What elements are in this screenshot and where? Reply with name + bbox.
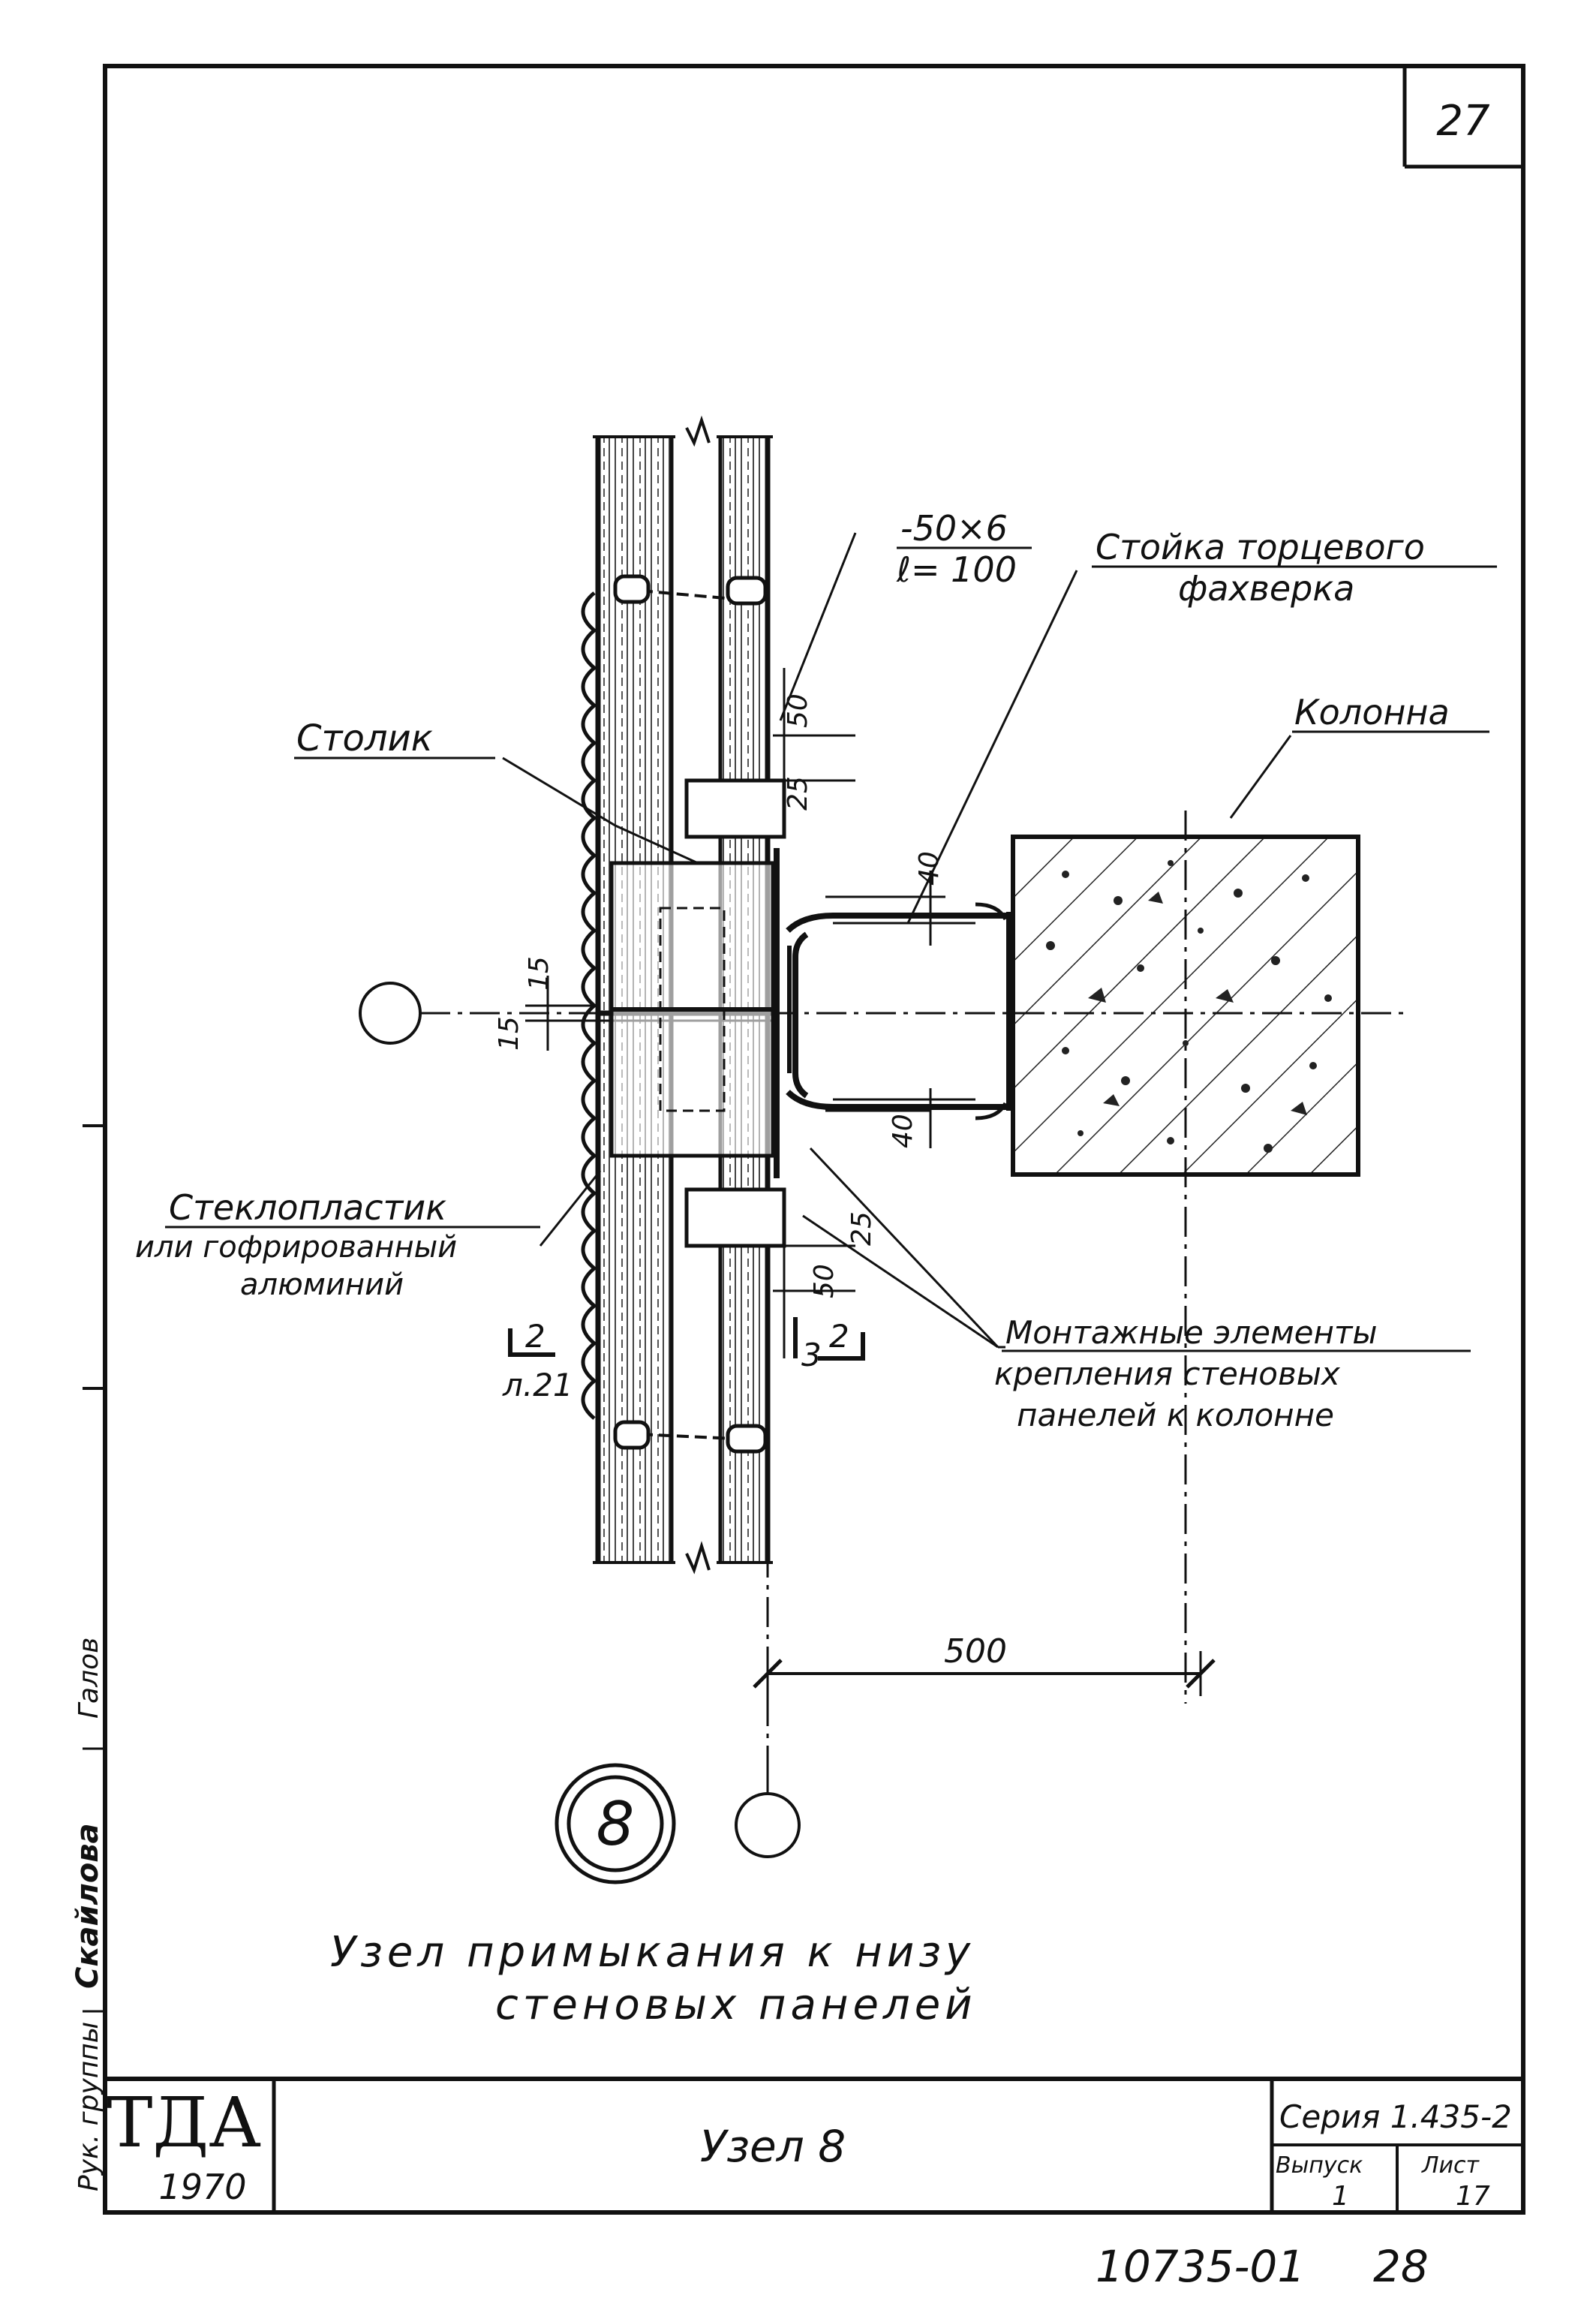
node-mark-number: 8	[597, 1789, 635, 1859]
cladding-label-line1: Стеклопластик	[169, 1187, 446, 1228]
dim-50-top: 50	[783, 693, 813, 728]
page-number: 27	[1436, 97, 1490, 146]
support-table	[609, 778, 786, 1248]
label-underlines	[165, 546, 1497, 1352]
cladding-label-line3: алюминий	[240, 1268, 404, 1302]
leader-lines	[502, 532, 1292, 1349]
section-mark-3: 3	[801, 1337, 822, 1373]
org-stamp: ТДА	[107, 2083, 261, 2163]
caption-line2: стеновых панелей	[495, 1981, 977, 2029]
caption-line1: Узел примыкания к низу	[330, 1928, 975, 1977]
side-stamp: Рук. группы Скайлова Галов	[71, 1124, 105, 2191]
stand-label-line2: фахверка	[1178, 568, 1354, 609]
title-block-title: Узел 8	[700, 2121, 846, 2172]
drawing-labels: -50×6 ℓ= 100 Стойка торцевого фахверка К…	[135, 508, 1450, 1671]
dim-40-bottom: 40	[888, 1114, 918, 1148]
side-stamp-name1: Скайлова	[71, 1823, 105, 1989]
dim-40-top: 40	[914, 851, 945, 886]
column-label: Колонна	[1294, 692, 1450, 732]
side-stamp-role: Рук. группы	[74, 2022, 104, 2191]
plate-label: -50×6	[900, 508, 1008, 549]
axis-marker-bottom	[735, 1792, 801, 1858]
title-block: ТДА 1970 Узел 8 Серия 1.435-2 Выпуск Лис…	[105, 2077, 1523, 2212]
sheet-value: 17	[1456, 2181, 1490, 2212]
dim-15-b: 15	[494, 1016, 524, 1051]
dim-500: 500	[944, 1632, 1007, 1671]
section-left-number: 2	[525, 1318, 546, 1355]
dim-25-bottom: 25	[846, 1211, 877, 1246]
page-number-box: 27	[1402, 66, 1523, 169]
dimension-lines	[525, 668, 1216, 1696]
archive-number: 10735-01	[1096, 2241, 1305, 2292]
end-wall-stand	[774, 848, 1012, 1178]
stand-label-line1: Стойка торцевого	[1096, 527, 1425, 567]
node-mark: 8	[555, 1763, 676, 1884]
mount-label-line3: панелей к колонне	[1017, 1397, 1334, 1433]
side-stamp-name2: Галов	[74, 1638, 104, 1719]
dim-15-a: 15	[524, 956, 555, 991]
issue-label: Выпуск	[1276, 2152, 1363, 2179]
plate-length-label: ℓ= 100	[896, 549, 1017, 590]
section-left-sheet-ref: л.21	[502, 1367, 573, 1403]
section-right-number: 2	[829, 1318, 849, 1355]
dim-25-top: 25	[783, 776, 813, 811]
section-marks	[508, 1317, 865, 1361]
table-label: Столик	[296, 717, 433, 759]
axis-marker-left	[359, 982, 422, 1045]
series-label: Серия 1.435-2	[1279, 2098, 1512, 2135]
mount-label-line2: крепления стеновых	[994, 1355, 1341, 1392]
mount-label-line1: Монтажные элементы	[1005, 1314, 1378, 1351]
sheet-label: Лист	[1421, 2152, 1480, 2179]
issue-value: 1	[1332, 2181, 1349, 2212]
dim-50-bottom: 50	[809, 1264, 840, 1298]
cladding-label-line2: или гофрированный	[135, 1230, 457, 1265]
archive-page: 28	[1373, 2241, 1429, 2292]
stamp-year: 1970	[158, 2167, 246, 2207]
